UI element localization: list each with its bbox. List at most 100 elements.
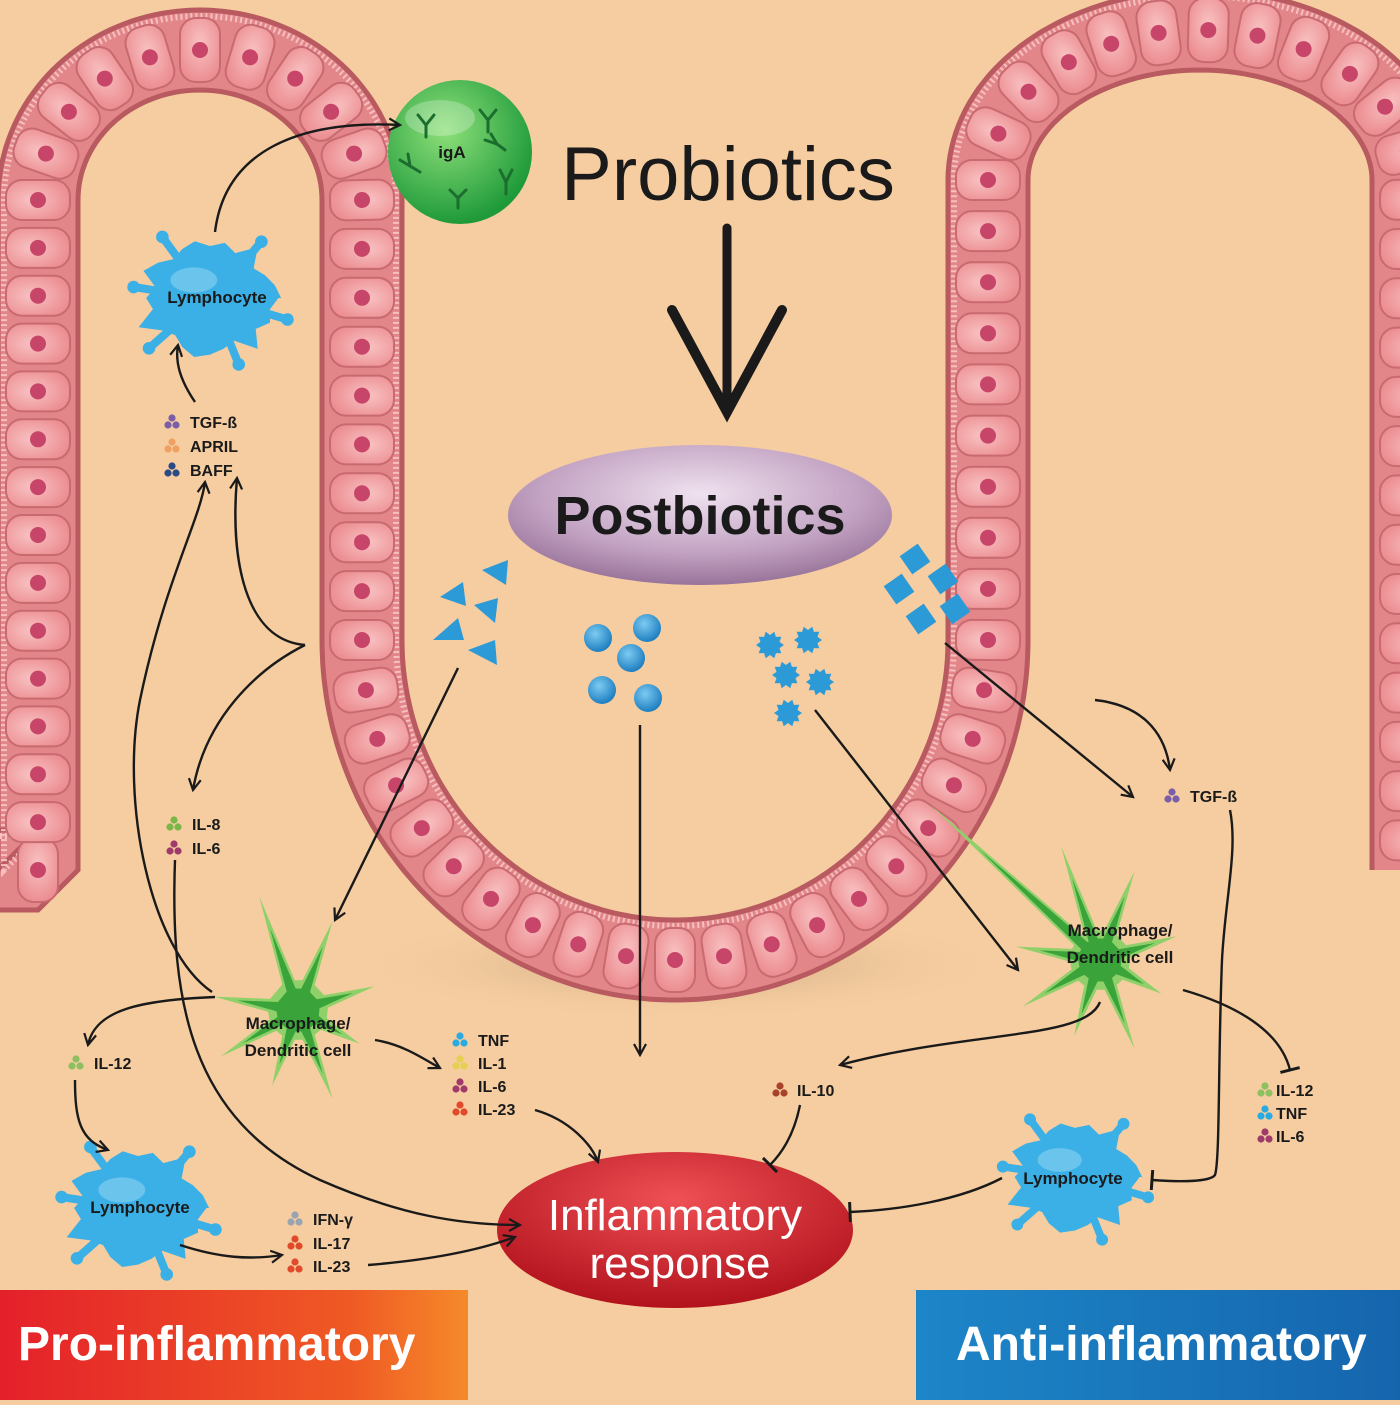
epithelial-cell	[1379, 671, 1400, 714]
cytokine-icon	[166, 816, 182, 831]
cytokine-item: APRIL	[164, 438, 238, 456]
epithelial-cell	[5, 226, 71, 269]
cytokine-item: IL-6	[166, 840, 221, 858]
cytokine-item: IL-6	[1257, 1128, 1305, 1146]
cytokine-label: APRIL	[190, 439, 238, 456]
cytokine-label: IL-8	[192, 817, 221, 834]
epithelial-cell	[5, 561, 71, 604]
epithelial-cell	[1352, 76, 1400, 137]
cytokine-label: IL-1	[478, 1056, 507, 1073]
epithelial-cell	[179, 17, 221, 83]
epithelial-cell	[5, 370, 71, 413]
epithelial-cell	[299, 81, 364, 142]
cytokine-item: BAFF	[164, 462, 233, 480]
cytokine-icon	[164, 462, 180, 477]
cytokine-label: IL-6	[192, 841, 221, 858]
epithelial-cell	[12, 127, 80, 180]
epithelial-cell	[1379, 277, 1400, 320]
epithelial-cell	[1040, 29, 1098, 96]
epithelial-cell	[422, 835, 485, 898]
epithelial-cell	[1135, 0, 1182, 67]
lymphocyte-right	[996, 1113, 1155, 1246]
cytokine-label: TGF-ß	[190, 415, 237, 432]
cytokine-item: IL-1	[452, 1055, 507, 1073]
epithelial-cell	[329, 472, 395, 515]
cytokine-item: IL-17	[287, 1235, 350, 1253]
postbiotics-label: Postbiotics	[554, 486, 845, 546]
sphere-particles	[584, 614, 662, 712]
epithelial-cell	[1276, 15, 1331, 83]
star-particle	[806, 668, 834, 696]
epithelial-cell	[1085, 10, 1137, 78]
probiotics-arrow	[667, 223, 787, 423]
cytokine-label: BAFF	[190, 463, 233, 480]
macrophage-label-right-line1: Macrophage/	[1068, 921, 1173, 940]
epithelial-cell	[362, 757, 430, 814]
epithelial-cell	[1379, 425, 1400, 468]
epithelial-cell	[1374, 125, 1400, 176]
epithelial-cell	[5, 179, 71, 221]
cytokine-group-il10: IL-10	[772, 1082, 834, 1100]
cytokine-label: IL-12	[94, 1056, 131, 1073]
inflammatory-label-line1: Inflammatory	[548, 1191, 802, 1240]
epithelial-cell	[700, 922, 748, 990]
cytokine-item: IL-12	[1257, 1082, 1313, 1100]
epithelial-cell	[1379, 228, 1400, 270]
cytokine-label: IL-17	[313, 1236, 350, 1253]
epithelial-cell	[954, 618, 1022, 662]
epithelial-cell	[997, 60, 1060, 124]
epithelial-cell	[1379, 326, 1400, 369]
cytokine-icon	[452, 1078, 468, 1093]
epithelial-cell	[75, 46, 135, 112]
epithelial-cell	[343, 713, 411, 765]
epithelial-cell	[329, 227, 395, 270]
cytokine-label: TGF-ß	[1190, 789, 1237, 806]
epithelial-cell	[124, 23, 176, 91]
lymphocyte-label-right: Lymphocyte	[1023, 1169, 1123, 1188]
epithelial-cell	[654, 927, 696, 993]
cytokine-group-mid-left: IL-8 IL-6	[166, 816, 221, 858]
epithelial-cell	[329, 276, 395, 319]
epithelial-cell	[950, 666, 1018, 714]
cytokine-group-upper-left: TGF-ß APRIL BAFF	[164, 414, 238, 480]
cytokine-icon	[1164, 788, 1180, 803]
cytokine-item: TGF-ß	[164, 414, 237, 432]
epithelial-cell	[1233, 2, 1282, 70]
cytokine-label: IL-6	[478, 1079, 507, 1096]
inflammatory-response-node: Inflammatory response	[497, 1152, 853, 1308]
cytokine-icon	[287, 1235, 303, 1250]
epithelial-cell	[1379, 178, 1400, 221]
epithelial-cell	[329, 325, 395, 368]
epithelial-cell	[329, 374, 395, 417]
cell-labels: Lymphocyte Lymphocyte Lymphocyte Macroph…	[90, 288, 1173, 1217]
cytokine-icon	[164, 414, 180, 429]
epithelial-cell	[865, 835, 928, 898]
cytokine-label: IL-23	[313, 1259, 350, 1276]
epithelial-cell	[745, 910, 798, 978]
cytokine-group-center: TNF IL-1 IL-6 IL-23	[452, 1032, 515, 1119]
epithelial-cell	[955, 261, 1021, 304]
epithelial-cell	[5, 657, 71, 700]
intestinal-villi	[0, 0, 1400, 1003]
epithelial-cell	[955, 210, 1021, 253]
epithelial-cell	[328, 178, 396, 222]
cytokine-item: IL-6	[452, 1078, 507, 1096]
epithelial-cell	[955, 363, 1021, 406]
cytokine-group-il12-left: IL-12	[68, 1055, 131, 1073]
epithelial-cell	[602, 922, 650, 990]
epithelial-cell	[789, 892, 846, 959]
epithelial-cell	[5, 466, 71, 509]
epithelial-cell	[329, 423, 395, 466]
epithelial-cell	[552, 910, 605, 978]
pathway-arrows	[73, 124, 1301, 1267]
epithelial-cell	[5, 753, 71, 796]
epithelial-cell	[939, 713, 1007, 765]
cytokine-label: TNF	[478, 1033, 509, 1050]
cytokine-label: IL-10	[797, 1083, 834, 1100]
epithelial-cell	[332, 666, 400, 714]
epithelial-cell	[17, 837, 59, 903]
epithelial-cell	[1379, 819, 1400, 862]
cytokine-item: TNF	[452, 1032, 509, 1050]
